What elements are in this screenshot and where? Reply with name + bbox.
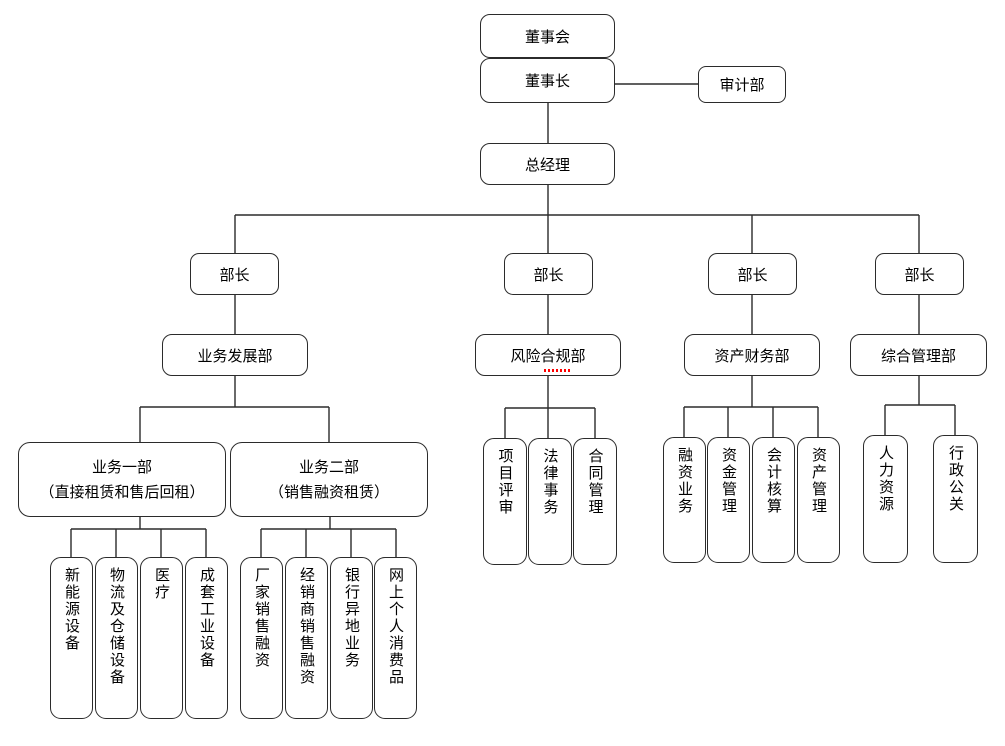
node-admin-public-relations: 行政公关	[933, 435, 978, 563]
node-general-manager: 总经理	[480, 143, 615, 185]
node-asset-finance-dept: 资产财务部	[684, 334, 820, 376]
business-unit-1-subtitle: （直接租赁和售后回租）	[39, 483, 205, 501]
leaf-label: 经销商销售融资	[298, 567, 315, 686]
node-financing-business: 融资业务	[663, 437, 706, 563]
leaf-label: 资产管理	[810, 447, 827, 515]
leaf-label: 网上个人消费品	[387, 567, 404, 686]
leaf-label: 厂家销售融资	[253, 567, 270, 669]
node-minister-3: 部长	[708, 253, 797, 295]
node-logistics-warehousing-equipment: 物流及仓储设备	[95, 557, 138, 719]
leaf-label: 医疗	[153, 567, 170, 601]
leaf-label: 资金管理	[720, 447, 737, 515]
leaf-label: 会计核算	[765, 447, 782, 515]
node-bank-remote-business: 银行异地业务	[330, 557, 373, 719]
leaf-label: 融资业务	[676, 447, 693, 515]
leaf-label: 合同管理	[586, 448, 604, 516]
node-minister-2: 部长	[504, 253, 593, 295]
leaf-label: 银行异地业务	[343, 567, 360, 669]
node-minister-1: 部长	[190, 253, 279, 295]
node-asset-management: 资产管理	[797, 437, 840, 563]
node-minister-4: 部长	[875, 253, 964, 295]
node-business-unit-2: 业务二部 （销售融资租赁）	[230, 442, 428, 517]
node-business-unit-1: 业务一部 （直接租赁和售后回租）	[18, 442, 226, 517]
leaf-label: 项目评审	[496, 448, 514, 516]
spellcheck-underline	[544, 369, 570, 372]
node-project-review: 项目评审	[483, 438, 527, 565]
node-contract-management: 合同管理	[573, 438, 617, 565]
leaf-label: 物流及仓储设备	[108, 567, 125, 686]
node-online-personal-consumer-goods: 网上个人消费品	[374, 557, 417, 719]
leaf-label: 成套工业设备	[198, 567, 215, 669]
node-medical: 医疗	[140, 557, 183, 719]
leaf-label: 人力资源	[877, 445, 894, 513]
leaf-label: 行政公关	[947, 445, 964, 513]
node-complete-industrial-equipment: 成套工业设备	[185, 557, 228, 719]
leaf-label: 新能源设备	[63, 567, 80, 652]
node-board-of-directors: 董事会	[480, 14, 615, 58]
node-human-resources: 人力资源	[863, 435, 908, 563]
node-legal-affairs: 法律事务	[528, 438, 572, 565]
node-fund-management: 资金管理	[707, 437, 750, 563]
node-chairman: 董事长	[480, 58, 615, 103]
node-risk-compliance-dept: 风险合规部	[475, 334, 621, 376]
leaf-label: 法律事务	[541, 448, 559, 516]
node-dealer-sales-financing: 经销商销售融资	[285, 557, 328, 719]
business-unit-1-title: 业务一部	[91, 458, 152, 476]
business-unit-2-title: 业务二部	[298, 458, 359, 476]
node-manufacturer-sales-financing: 厂家销售融资	[240, 557, 283, 719]
business-unit-2-subtitle: （销售融资租赁）	[268, 483, 389, 501]
node-audit-department: 审计部	[698, 66, 786, 103]
node-new-energy-equipment: 新能源设备	[50, 557, 93, 719]
node-accounting: 会计核算	[752, 437, 795, 563]
node-general-management-dept: 综合管理部	[850, 334, 987, 376]
node-business-development-dept: 业务发展部	[162, 334, 308, 376]
